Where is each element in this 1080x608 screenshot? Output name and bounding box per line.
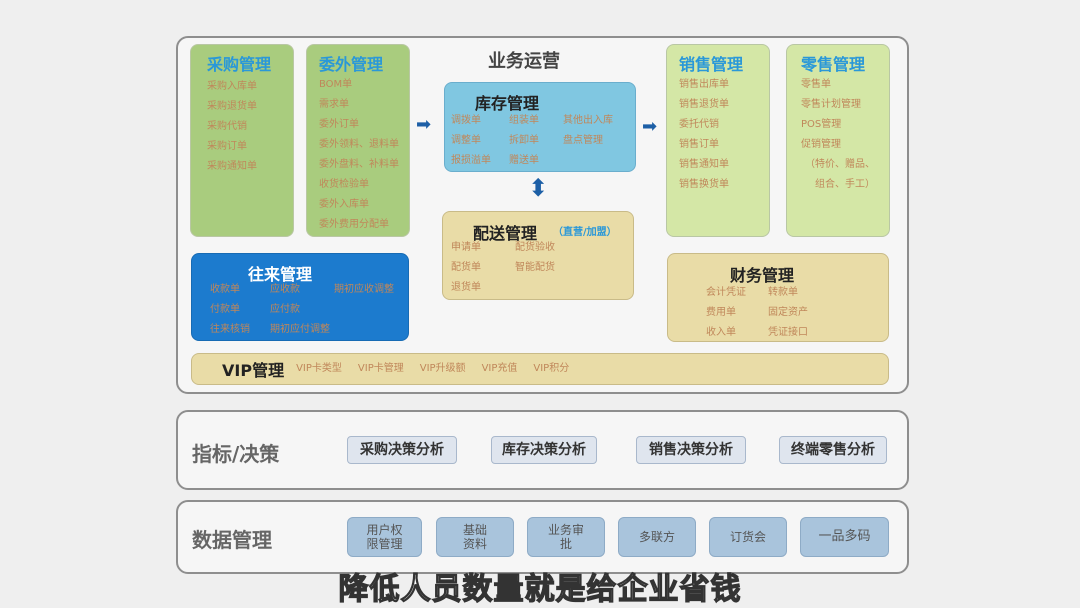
inventory-panel: 库存管理 调拨单 组装单 其他出入库 调整单 拆卸单 盘点管理 报损溢单 赠送单 [444, 82, 636, 172]
list-item: 收货检验单 [319, 179, 369, 190]
list-item: 委外订单 [319, 119, 359, 130]
list-item: 销售通知单 [679, 159, 729, 170]
list-item: 调拨单 [451, 115, 481, 126]
list-item: 需求单 [319, 99, 349, 110]
list-item: 拆卸单 [509, 135, 539, 146]
list-item: POS管理 [801, 119, 842, 130]
list-item: VIP积分 [533, 363, 570, 374]
list-item: 退货单 [451, 282, 481, 293]
data-mgmt-button[interactable]: 多联方 [618, 517, 696, 557]
decision-button[interactable]: 销售决策分析 [636, 436, 746, 464]
delivery-panel: 配送管理 （直营/加盟） 申请单 配货验收 配货单 智能配货 退货单 [442, 211, 634, 300]
accounts-panel: 往来管理 收款单 应收款 期初应收调整 付款单 应付款 往来核销 期初应付调整 [191, 253, 409, 341]
list-item: 转款单 [768, 287, 798, 298]
list-item: 采购通知单 [207, 161, 257, 172]
list-item: （特价、赠品、 [805, 159, 875, 170]
list-item: 销售订单 [679, 139, 719, 150]
business-ops-title: 业务运营 [488, 51, 560, 72]
list-item: 盘点管理 [563, 135, 603, 146]
list-item: 采购入库单 [207, 81, 257, 92]
finance-title: 财务管理 [730, 266, 795, 285]
list-item: 应付款 [270, 304, 300, 315]
vip-title: VIP管理 [222, 361, 285, 380]
data-mgmt-button[interactable]: 一品多码 [800, 517, 889, 557]
sales-title: 销售管理 [679, 55, 744, 74]
decision-title: 指标/决策 [192, 442, 280, 466]
delivery-title: 配送管理 [473, 224, 538, 243]
list-item: 往来核销 [210, 324, 250, 335]
list-item: 期初应付调整 [270, 324, 330, 335]
list-item: 委托代销 [679, 119, 719, 130]
list-item: VIP充值 [481, 363, 518, 374]
list-item: 采购退货单 [207, 101, 257, 112]
outsource-title: 委外管理 [319, 55, 384, 74]
list-item: 销售退货单 [679, 99, 729, 110]
finance-panel: 财务管理 会计凭证 转款单 费用单 固定资产 收入单 凭证接口 [667, 253, 889, 342]
list-item: 应收款 [270, 284, 300, 295]
inventory-title: 库存管理 [475, 94, 540, 113]
retail-title: 零售管理 [801, 55, 866, 74]
outsource-panel: 委外管理 BOM单 需求单 委外订单 委外领料、退料单 委外盘料、补料单 收货检… [306, 44, 410, 237]
purchase-panel: 采购管理 采购入库单 采购退货单 采购代销 采购订单 采购通知单 [190, 44, 294, 237]
list-item: 收入单 [706, 327, 736, 338]
list-item: 配货单 [451, 262, 481, 273]
list-item: 期初应收调整 [334, 284, 394, 295]
list-item: 组合、手工） [815, 179, 875, 190]
list-item: 零售计划管理 [801, 99, 861, 110]
purchase-title: 采购管理 [207, 55, 272, 74]
list-item: 固定资产 [768, 307, 808, 318]
list-item: 费用单 [706, 307, 736, 318]
list-item: 智能配货 [515, 262, 555, 273]
list-item: 委外盘料、补料单 [319, 159, 399, 170]
data-mgmt-button[interactable]: 用户权限管理 [347, 517, 422, 557]
list-item: 零售单 [801, 79, 831, 90]
data-mgmt-button[interactable]: 订货会 [709, 517, 787, 557]
list-item: 报损溢单 [451, 155, 491, 166]
video-subtitle: 降低人员数量就是给企业省钱 [338, 572, 742, 607]
accounts-title: 往来管理 [248, 265, 313, 284]
list-item: 促销管理 [801, 139, 841, 150]
list-item: 委外领料、退料单 [319, 139, 399, 150]
list-item: 销售出库单 [679, 79, 729, 90]
decision-button[interactable]: 库存决策分析 [491, 436, 597, 464]
list-item: 付款单 [210, 304, 240, 315]
arrow-right-icon: ➡ [416, 114, 432, 135]
decision-button[interactable]: 采购决策分析 [347, 436, 457, 464]
sales-panel: 销售管理 销售出库单 销售退货单 委托代销 销售订单 销售通知单 销售换货单 [666, 44, 770, 237]
list-item: 其他出入库 [563, 115, 613, 126]
list-item: 采购订单 [207, 141, 247, 152]
list-item: 凭证接口 [768, 327, 808, 338]
decision-button[interactable]: 终端零售分析 [779, 436, 887, 464]
arrow-right-icon: ➡ [642, 116, 658, 137]
list-item: 采购代销 [207, 121, 247, 132]
vip-panel: VIP管理 VIP卡类型 VIP卡管理 VIP升级额 VIP充值 VIP积分 [191, 353, 889, 385]
delivery-note: （直营/加盟） [553, 227, 617, 238]
data-mgmt-button[interactable]: 业务审批 [527, 517, 605, 557]
data-mgmt-title: 数据管理 [192, 528, 272, 552]
data-mgmt-button[interactable]: 基础资料 [436, 517, 514, 557]
double-arrow-vertical-icon: ⬍ [528, 174, 549, 202]
list-item: 会计凭证 [706, 287, 746, 298]
list-item: 调整单 [451, 135, 481, 146]
list-item: 销售换货单 [679, 179, 729, 190]
list-item: 委外入库单 [319, 199, 369, 210]
list-item: 赠送单 [509, 155, 539, 166]
retail-panel: 零售管理 零售单 零售计划管理 POS管理 促销管理 （特价、赠品、 组合、手工… [786, 44, 890, 237]
list-item: 申请单 [451, 242, 481, 253]
list-item: VIP卡类型 [296, 363, 342, 374]
list-item: 委外费用分配单 [319, 219, 389, 230]
list-item: 配货验收 [515, 242, 555, 253]
list-item: BOM单 [319, 79, 353, 90]
list-item: VIP卡管理 [357, 363, 404, 374]
list-item: 组装单 [509, 115, 539, 126]
list-item: 收款单 [210, 284, 240, 295]
list-item: VIP升级额 [419, 363, 466, 374]
